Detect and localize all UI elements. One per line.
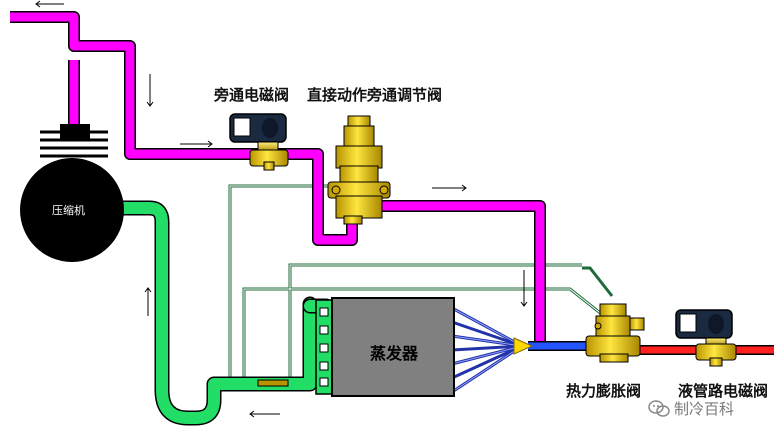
label-bypass-regulator: 直接动作旁通调节阀	[307, 86, 443, 104]
watermark-text: 制冷百科	[674, 400, 735, 418]
suction-line	[112, 200, 334, 426]
wechat-icon	[648, 399, 670, 417]
watermark: 制冷百科	[648, 398, 734, 419]
sensing-bulb	[257, 379, 289, 387]
thermal-expansion-valve	[585, 303, 645, 363]
discharge-line	[10, 11, 546, 344]
liquid-line-solenoid-valve	[675, 309, 737, 367]
label-compressor: 压缩机	[52, 204, 85, 217]
flow-arrow-icon	[35, 0, 528, 418]
compressor	[20, 124, 124, 262]
label-liquid-line-solenoid: 液管路电磁阀	[678, 382, 769, 400]
bypass-solenoid-valve	[229, 113, 289, 171]
label-thermal-expansion-valve: 热力膨胀阀	[566, 382, 642, 400]
evaporator-body	[331, 297, 455, 397]
label-evaporator: 蒸发器	[370, 344, 419, 363]
bypass-regulator-valve	[327, 115, 391, 225]
distributor-tubes	[451, 306, 523, 394]
label-bypass-solenoid: 旁通电磁阀	[214, 86, 290, 104]
distributor	[513, 337, 534, 355]
